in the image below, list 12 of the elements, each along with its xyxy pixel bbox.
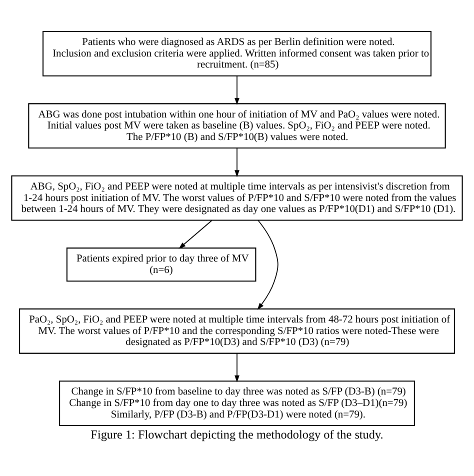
- caption: Figure 1: Flowchart depicting the methodology of the study.: [90, 427, 384, 442]
- node-box: Patients who were diagnosed as ARDS as per Berlin definition were noted. Inclusion and exclusion criteria were applied. Written informed consent was taken prior to recruitment. (n=85): [42, 30, 432, 76]
- node-box: PaO₂, SpO₂, FiO₂ and PEEP were noted at multiple time intervals from 48-72 hours post initiation of MV. The worst values of P/FP*10 and the corresponding S/FP*10 ratios were noted-These were designated as P/FP*10(D3) and S/FP*10 (D3) (n=79): [19, 308, 455, 354]
- arrow: [257, 219, 278, 310]
- node-box: ABG, SpO₂, FiO₂ and PEEP were noted at multiple time intervals as per intensivist's discretion from 1-24 hours post initiation of MV. The worst values of P/FP*10 and S/FP*10 were noted from the values between 1-24 hours of MV. They were designated as day one values as P/FP*10(D1) and S/FP*10 (D1).: [11, 174, 463, 220]
- arrow: [234, 147, 240, 177]
- arrow: [234, 352, 240, 382]
- node-box: ABG was done post intubation within one hour of initiation of MV and PaO₂ values were noted. Initial values post MV were taken as baseline (B) values. SpO₂, FiO₂ and PEEP were noted. The P/FP*10 (B) and S/FP*10(B) values were noted.: [28, 102, 446, 148]
- arrow: [178, 220, 212, 248]
- node-box: Change in S/FP*10 from baseline to day three was noted as S/FP (D3-B) (n=79) Change in S/FP*10 from day one to day three was noted as S/FP (D3–D1)(n=79) Similarly, P/FP (D3-B) and P/FP(D3-D1) were noted (n=79).: [59, 380, 415, 426]
- arrow: [234, 75, 240, 104]
- node-box: Patients expired prior to day three of MV (n=6): [66, 247, 256, 282]
